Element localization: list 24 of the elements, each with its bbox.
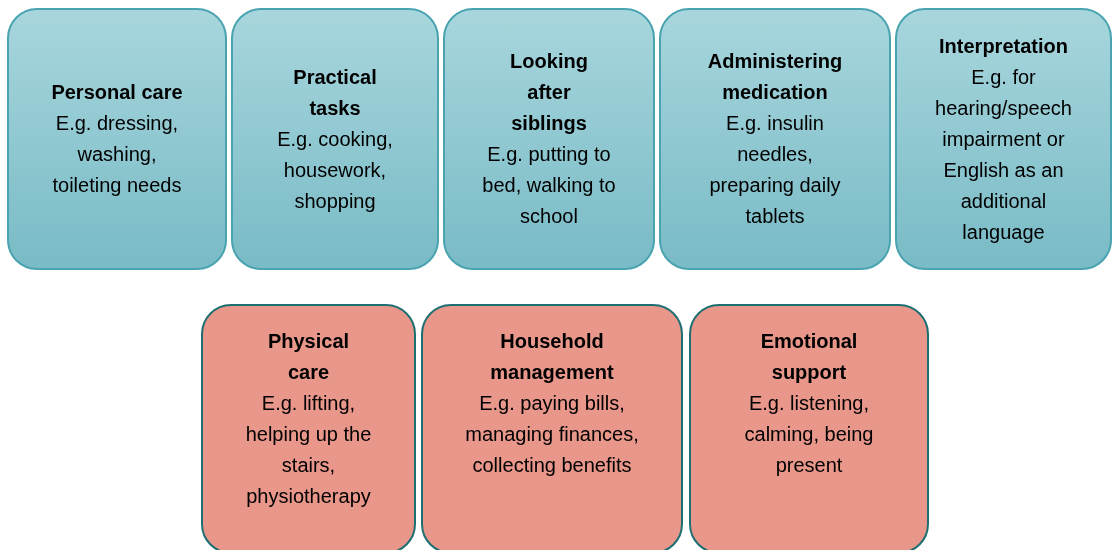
box-heading: Physical care <box>266 329 351 385</box>
box-heading: Practical tasks <box>292 64 378 121</box>
rounded-box <box>443 8 655 270</box>
rounded-box <box>689 304 929 550</box>
rounded-box <box>421 304 683 550</box>
box-text: E.g. for hearing/speech impairment or English as an additional language <box>934 64 1073 245</box>
rounded-box <box>7 8 227 270</box>
box-text: E.g. paying bills, managing finances, collecting benefits <box>464 391 640 478</box>
box-text: E.g. dressing, washing, toileting needs <box>51 111 183 198</box>
box-heading: Looking after siblings <box>509 49 589 136</box>
box-heading: Administering medication <box>706 49 844 105</box>
box-text: E.g. cooking, housework, shopping <box>276 126 394 214</box>
box-heading: Household management <box>489 329 615 385</box>
box-heading: Emotional support <box>759 329 859 385</box>
box-text: E.g. lifting, helping up the stairs, physiotherapy <box>244 391 373 509</box>
box-heading: Interpretation <box>939 33 1068 59</box>
rounded-box <box>231 8 439 270</box>
box-text: E.g. listening, calming, being present <box>743 391 875 478</box>
rounded-box <box>895 8 1112 270</box>
box-heading: Personal care <box>51 80 183 105</box>
box-text: E.g. putting to bed, walking to school <box>481 142 617 229</box>
rounded-box <box>659 8 891 270</box>
rounded-box <box>201 304 416 550</box>
box-text: E.g. insulin needles, preparing daily tablets <box>708 111 842 229</box>
